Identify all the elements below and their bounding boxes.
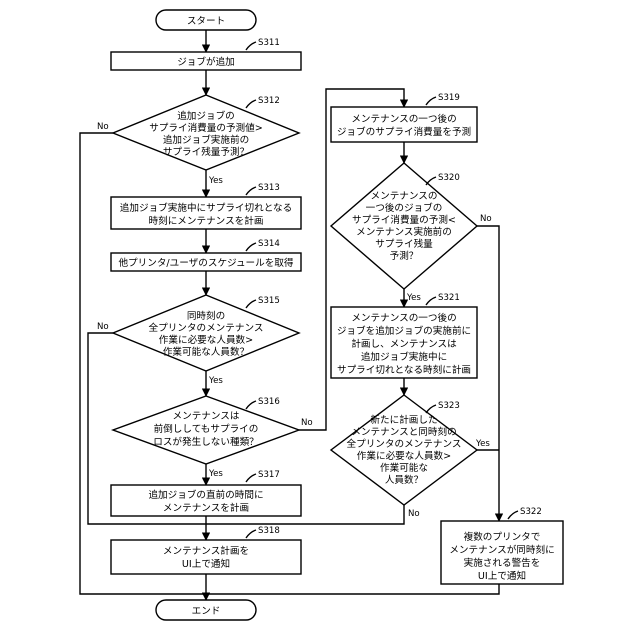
process-s311: ジョブが追加 [111,52,301,70]
step-label-s319: S319 [438,93,460,103]
s323-line-6: 人員数？ [385,474,423,486]
s315-line-2: 全プリンタのメンテナンス [149,322,264,334]
s323-line-4: 作業に必要な人員数> [357,450,451,462]
s311-line-1: ジョブが追加 [177,56,235,68]
s321-line-2: ジョブを追加ジョブの実施前に [337,325,471,337]
process-s318: メンテナンス計画を UI上で通知 [111,540,301,574]
process-s319: メンテナンスの一つ後の ジョブのサプライ消費量を予測 [331,107,477,142]
decision-s315: 同時刻の 全プリンタのメンテナンス 作業に必要な人員数> 作業可能な人員数？ [113,295,299,371]
s323-line-2: メンテナンスと同時刻の [351,426,456,438]
s315-line-1: 同時刻の [187,310,225,322]
s321-line-3: 計画し、メンテナンスは [351,338,457,350]
s315-yes-label: Yes [208,376,223,386]
step-label-s311: S311 [258,38,280,48]
s323-line-5: 作業可能な [380,462,428,474]
process-s317: 追加ジョブの直前の時間に メンテナンスを計画 [111,485,301,516]
start-terminal: スタート [156,10,256,30]
end-label: エンド [192,606,221,617]
step-label-s317: S317 [258,470,280,480]
s322-line-1: 複数のプリンタで [464,531,541,543]
s317-line-2: メンテナンスを計画 [163,502,249,514]
s318-line-2: UI上で通知 [182,558,230,570]
s315-line-4: 作業可能な人員数？ [163,346,249,358]
s320-no-label: No [480,214,492,224]
s321-line-4: 追加ジョブ実施中に [361,351,447,363]
s322-line-3: 実施される警告を [464,557,541,569]
s320-line-1: メンテナンスの [371,191,438,202]
decision-s312: 追加ジョブの サプライ消費量の予測値> 追加ジョブ実施前の サプライ残量予測？ [113,95,299,170]
s312-line-1: 追加ジョブの [177,110,235,122]
step-label-s316: S316 [258,397,280,407]
step-label-s321: S321 [438,293,460,303]
s319-line-2: ジョブのサプライ消費量を予測 [337,126,471,138]
process-s313: 追加ジョブ実施中にサプライ切れとなる 時刻にメンテナンスを計画 [111,197,301,229]
s316-line-3: ロスが発生しない種類？ [153,436,259,448]
s316-no-label: No [301,418,313,428]
s321-line-1: メンテナンスの一つ後の [351,312,456,324]
step-label-s313: S313 [258,183,280,193]
s312-line-2: サプライ消費量の予測値> [149,122,263,134]
s320-line-4: メンテナンス実施前の [356,226,452,238]
s320-line-3: サプライ消費量の予測< [352,214,456,226]
step-label-s320: S320 [438,173,460,183]
s314-line-1: 他プリンタ/ユーザのスケジュールを取得 [118,257,293,269]
s316-line-2: 前倒ししてもサプライの [154,423,259,435]
s320-line-6: 予測？ [390,250,419,262]
s322-line-4: UI上で通知 [478,570,526,582]
s313-line-1: 追加ジョブ実施中にサプライ切れとなる [120,202,292,214]
s316-line-1: メンテナンスは [173,411,240,422]
s322-line-2: メンテナンスが同時刻に [449,544,554,556]
s321-line-5: サプライ切れとなる時刻に計画 [337,364,471,376]
process-s314: 他プリンタ/ユーザのスケジュールを取得 [111,253,301,271]
edge-s320-no [477,226,499,521]
step-label-s322: S322 [520,507,542,517]
s315-no-label: No [97,322,109,332]
s313-line-2: 時刻にメンテナンスを計画 [149,215,264,227]
s318-line-1: メンテナンス計画を [163,545,249,557]
step-label-s312: S312 [258,96,280,106]
s320-yes-label: Yes [406,293,421,303]
s317-line-1: 追加ジョブの直前の時間に [148,489,263,501]
s312-line-4: サプライ残量予測？ [163,146,249,158]
step-label-s323: S323 [438,401,460,411]
s323-yes-label: Yes [475,439,490,449]
edge-s322-end [206,584,499,594]
s320-line-5: サプライ残量 [375,238,433,250]
s323-no-label: No [408,509,420,519]
s320-line-2: 一つ後のジョブの [366,202,443,214]
process-s321: メンテナンスの一つ後の ジョブを追加ジョブの実施前に 計画し、メンテナンスは 追… [331,307,477,378]
s316-yes-label: Yes [208,469,223,479]
start-label: スタート [187,16,225,27]
s319-line-1: メンテナンスの一つ後の [351,113,456,125]
end-terminal: エンド [156,600,256,620]
process-s322: 複数のプリンタで メンテナンスが同時刻に 実施される警告を UI上で通知 [441,521,563,584]
decision-s323: 新たに計画した メンテナンスと同時刻の 全プリンタのメンテナンス 作業に必要な人… [331,395,477,505]
step-label-s318: S318 [258,526,280,536]
s312-yes-label: Yes [208,176,223,186]
s323-line-1: 新たに計画した [370,414,437,426]
step-label-s315: S315 [258,296,280,306]
step-label-s314: S314 [258,239,280,249]
s312-line-3: 追加ジョブ実施前の [163,134,249,146]
s312-no-label: No [97,122,109,132]
s315-line-3: 作業に必要な人員数> [159,334,253,346]
s323-line-3: 全プリンタのメンテナンス [347,438,462,450]
